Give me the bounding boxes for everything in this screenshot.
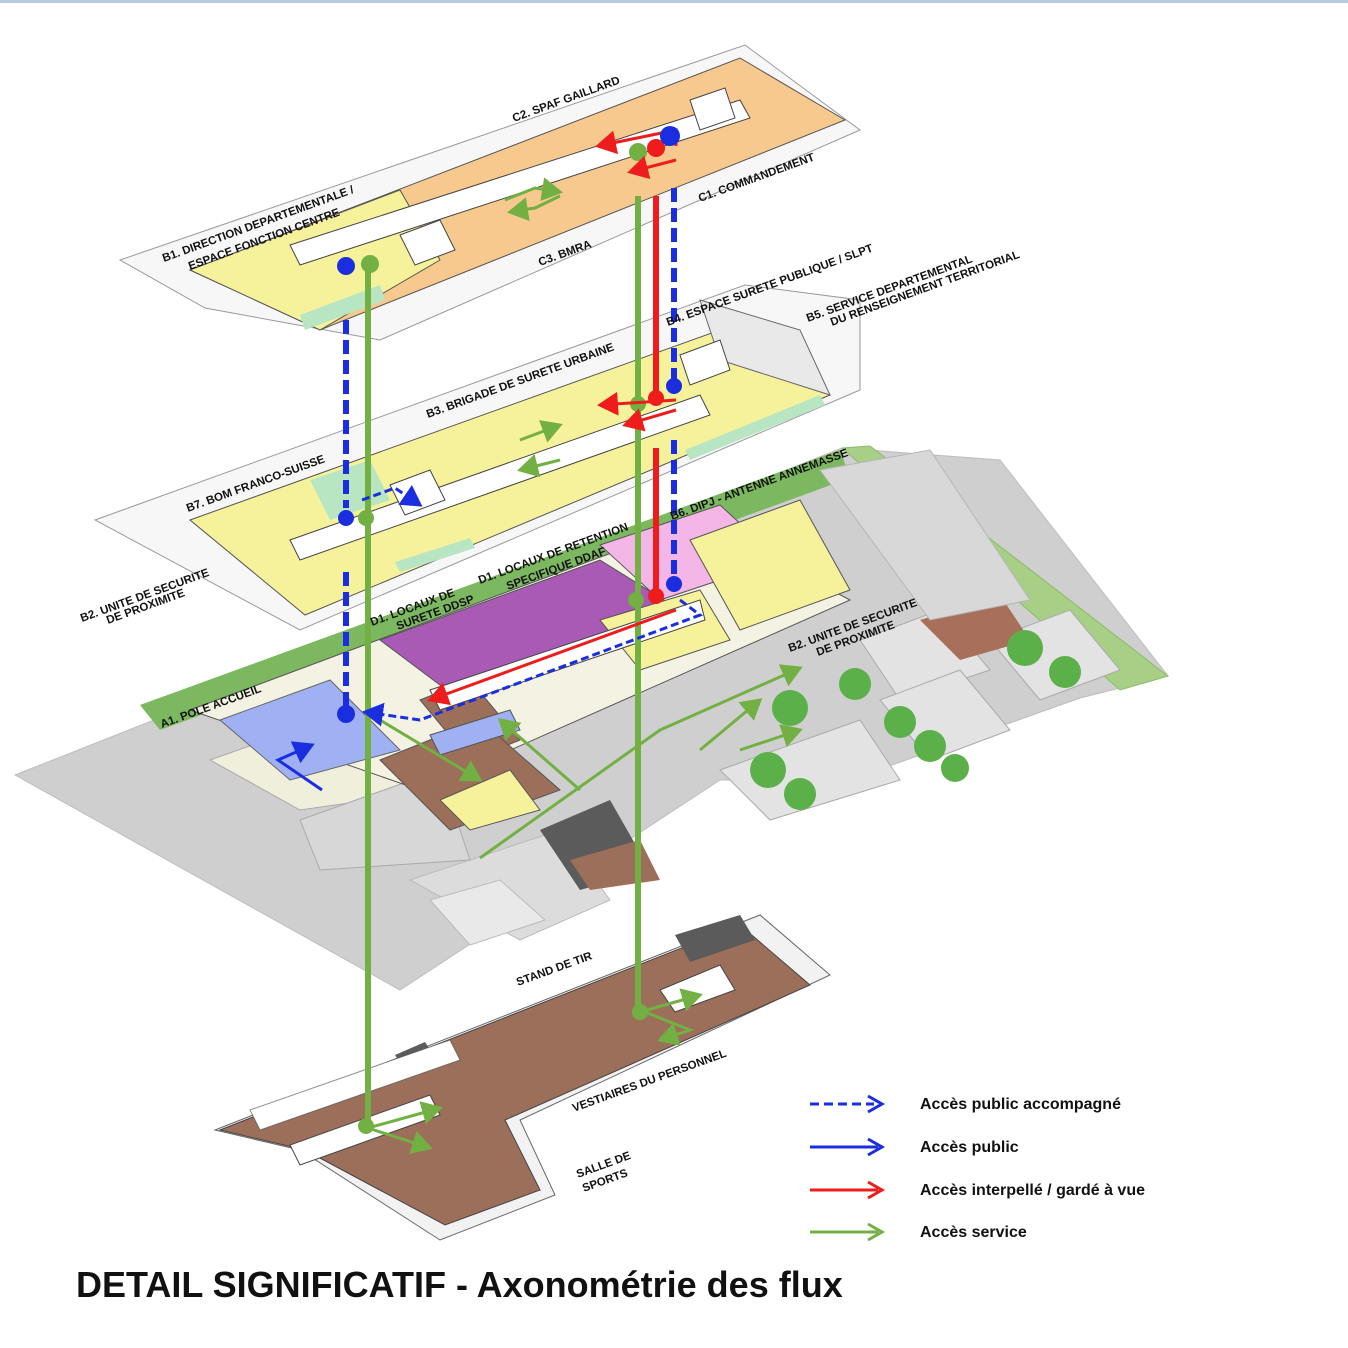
flow-service-lines: [358, 143, 803, 1154]
flow-public-lines: [274, 126, 704, 792]
label-b2-left-line1: B2. UNITE DE SECURITE: [79, 567, 211, 625]
legend-item-public-accompanied: Accès public accompagné: [808, 1090, 1228, 1120]
page-title: DETAIL SIGNIFICATIF - Axonométrie des fl…: [76, 1264, 843, 1305]
blue-arrow-icon: [810, 1137, 886, 1157]
top-border-strip: [0, 0, 1348, 3]
legend-label: Accès interpellé / gardé à vue: [920, 1182, 1145, 1199]
green-arrow-icon: [810, 1222, 886, 1242]
legend-label: Accès service: [920, 1224, 1027, 1241]
legend-label: Accès public accompagné: [920, 1096, 1121, 1113]
basement-floor-plan: [213, 914, 831, 1241]
legend-label: Accès public: [920, 1139, 1019, 1156]
dashed-blue-arrow-icon: [810, 1094, 886, 1114]
site-ground-plane: [13, 445, 1170, 991]
site-trees: [750, 630, 1081, 810]
legend-item-detained: Accès interpellé / gardé à vue: [808, 1176, 1228, 1206]
red-arrow-icon: [810, 1180, 886, 1200]
legend-item-public: Accès public: [808, 1133, 1228, 1163]
label-stand: STAND DE TIR: [515, 950, 595, 989]
legend-item-service: Accès service: [808, 1218, 1228, 1248]
label-b5-line2: DU RENSEIGNEMENT TERRITORIAL: [829, 249, 1021, 329]
